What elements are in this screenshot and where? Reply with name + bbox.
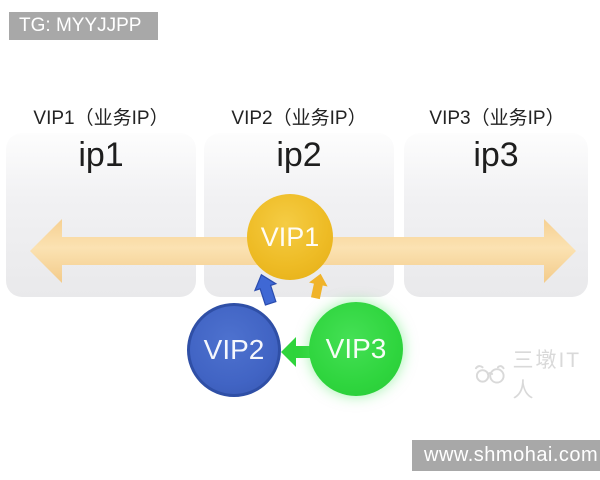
ip3-label: ip3	[473, 136, 519, 174]
glasses-doodle-icon	[474, 365, 505, 384]
tg-banner: TG: MYYJJPP	[9, 12, 158, 40]
ip1-label: ip1	[78, 136, 124, 174]
website-banner-text: www.shmohai.com	[424, 444, 599, 466]
ip2-label: ip2	[276, 136, 322, 174]
vip2-node: VIP2	[187, 303, 281, 397]
watermark: 三墩IT人	[474, 344, 600, 404]
vip1-node-label: VIP1	[260, 221, 320, 252]
vip2-node-label: VIP2	[203, 334, 265, 365]
watermark-text: 三墩IT人	[512, 349, 582, 402]
tg-banner-text: TG: MYYJJPP	[19, 15, 142, 36]
vip3-node-label: VIP3	[325, 333, 387, 364]
vip3-node: VIP3	[309, 302, 403, 396]
website-banner: www.shmohai.com	[412, 440, 600, 471]
column2-header: VIP2（业务IP）	[231, 108, 367, 129]
column3-header: VIP3（业务IP）	[429, 108, 565, 129]
vip1-node: VIP1	[247, 194, 333, 280]
column1-header: VIP1（业务IP）	[33, 108, 169, 129]
